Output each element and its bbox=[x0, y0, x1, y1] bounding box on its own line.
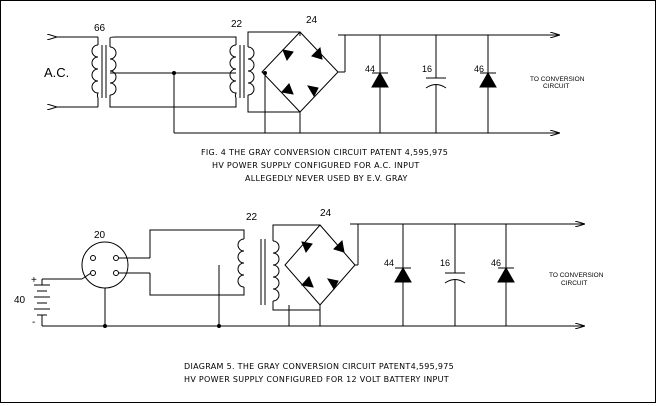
bridge-24-ref-d5: 24 bbox=[320, 208, 332, 219]
battery-40-ref: 40 bbox=[14, 295, 26, 306]
diode-44-diag5 bbox=[394, 224, 412, 326]
bridge-rectifier-diag5 bbox=[284, 224, 585, 326]
capacitor-16-fig4 bbox=[425, 35, 447, 133]
fig4-caption-line3: ALLEGEDLY NEVER USED BY E.V. GRAY bbox=[245, 174, 408, 183]
transformer-66 bbox=[91, 36, 237, 133]
output-label-line2: CIRCUIT bbox=[543, 83, 569, 90]
bridge-24-ref: 24 bbox=[306, 15, 318, 26]
diode-44-fig4 bbox=[371, 35, 389, 133]
capacitor-16-ref: 16 bbox=[422, 64, 432, 74]
battery-minus: - bbox=[32, 317, 35, 328]
diag5-caption-line2: HV POWER SUPPLY CONFIGURED FOR 12 VOLT B… bbox=[184, 375, 449, 384]
diode-46-ref: 46 bbox=[474, 64, 484, 74]
transformer-22-fig4 bbox=[229, 31, 300, 133]
ac-input-leads bbox=[57, 37, 99, 107]
bridge-diode-6 bbox=[333, 239, 345, 253]
bridge-diode-3 bbox=[281, 83, 294, 95]
bridge-diode-2 bbox=[311, 46, 323, 60]
battery-40 bbox=[34, 278, 585, 326]
diode-44-ref: 44 bbox=[365, 64, 375, 74]
bridge-rectifier-fig4 bbox=[261, 31, 560, 133]
switch-20-ref: 20 bbox=[94, 230, 106, 241]
transformer-22-ref-d5: 22 bbox=[246, 212, 258, 223]
output-label-line1: TO CONVERSION bbox=[530, 76, 585, 83]
bridge-diode-1 bbox=[282, 49, 294, 62]
battery-plus: + bbox=[31, 275, 37, 286]
bridge-diode-4 bbox=[306, 85, 319, 98]
transformer-66-ref: 66 bbox=[94, 23, 106, 34]
output-label-d5-line1: TO CONVERSION bbox=[549, 272, 604, 279]
diode-44-ref-d5: 44 bbox=[384, 258, 394, 268]
diag5-caption-line1: DIAGRAM 5. THE GRAY CONVERSION CIRCUIT P… bbox=[184, 362, 455, 371]
switch-20 bbox=[81, 241, 150, 328]
diode-46-diag5 bbox=[497, 224, 515, 326]
fig4-caption-line2: HV POWER SUPPLY CONFIGURED FOR A.C. INPU… bbox=[212, 161, 420, 170]
fig4-caption-line1: FIG. 4 THE GRAY CONVERSION CIRCUIT PATEN… bbox=[201, 148, 449, 157]
diode-46-ref-d5: 46 bbox=[491, 258, 501, 268]
bridge-diode-5 bbox=[301, 241, 313, 254]
capacitor-16-ref-d5: 16 bbox=[440, 258, 450, 268]
bridge-diode-8 bbox=[326, 278, 339, 291]
output-label-d5-line2: CIRCUIT bbox=[561, 280, 587, 287]
capacitor-16-diag5 bbox=[444, 224, 466, 326]
diode-46-fig4 bbox=[479, 35, 497, 133]
transformer-22-diag5 bbox=[149, 224, 320, 328]
ac-label: A.C. bbox=[44, 65, 69, 80]
bridge-diode-7 bbox=[301, 276, 314, 288]
transformer-22-ref: 22 bbox=[231, 19, 243, 30]
